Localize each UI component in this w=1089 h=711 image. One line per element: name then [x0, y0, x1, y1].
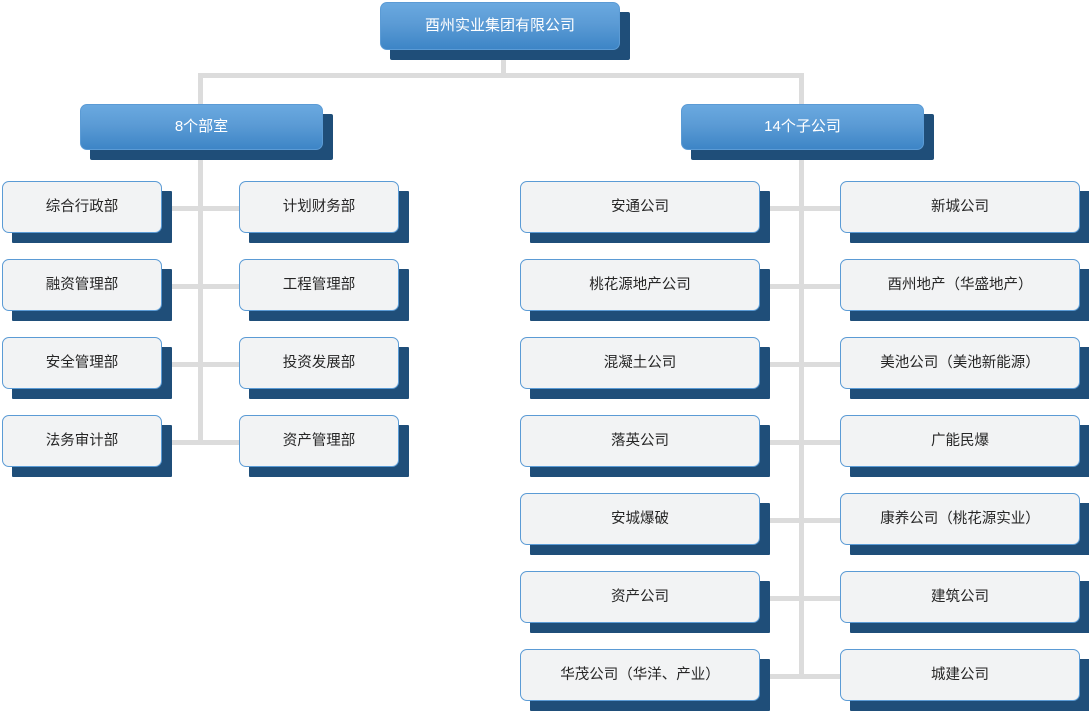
node-subsidiary-落英公司[interactable]: 落英公司	[520, 415, 770, 477]
connector-rung-subsidiary-6	[760, 596, 880, 601]
node-subsidiary-城建公司[interactable]: 城建公司	[840, 649, 1089, 711]
node-label: 桃花源地产公司	[520, 259, 760, 311]
node-subsidiary-建筑公司[interactable]: 建筑公司	[840, 571, 1089, 633]
node-label: 工程管理部	[239, 259, 399, 311]
node-subsidiary-安城爆破[interactable]: 安城爆破	[520, 493, 770, 555]
node-department-法务审计部[interactable]: 法务审计部	[2, 415, 172, 477]
node-label: 14个子公司	[681, 104, 924, 150]
node-branch-departments[interactable]: 8个部室	[80, 104, 333, 160]
node-label: 安城爆破	[520, 493, 760, 545]
connector-spine-departments	[198, 155, 203, 443]
connector-rung-subsidiary-1	[760, 206, 880, 211]
connector-spine-subsidiaries	[799, 155, 804, 677]
connector-rung-department-3	[160, 362, 280, 367]
node-subsidiary-酉州地产[interactable]: 酉州地产（华盛地产）	[840, 259, 1089, 321]
node-subsidiary-美池公司[interactable]: 美池公司（美池新能源）	[840, 337, 1089, 399]
connector-drop-subsidiaries	[799, 73, 804, 107]
node-department-综合行政部[interactable]: 综合行政部	[2, 181, 172, 243]
node-label: 融资管理部	[2, 259, 162, 311]
connector-rung-department-4	[160, 440, 280, 445]
connector-drop-departments	[198, 73, 203, 107]
node-subsidiary-资产公司[interactable]: 资产公司	[520, 571, 770, 633]
node-label: 建筑公司	[840, 571, 1080, 623]
connector-rung-department-2	[160, 284, 280, 289]
node-label: 8个部室	[80, 104, 323, 150]
node-label: 混凝土公司	[520, 337, 760, 389]
node-label: 康养公司（桃花源实业）	[840, 493, 1080, 545]
connector-rung-department-1	[160, 206, 280, 211]
node-subsidiary-桃花源地产公司[interactable]: 桃花源地产公司	[520, 259, 770, 321]
node-label: 酉州地产（华盛地产）	[840, 259, 1080, 311]
connector-rung-subsidiary-2	[760, 284, 880, 289]
node-label: 安全管理部	[2, 337, 162, 389]
connector-rung-subsidiary-5	[760, 518, 880, 523]
node-department-资产管理部[interactable]: 资产管理部	[239, 415, 409, 477]
node-subsidiary-广能民爆[interactable]: 广能民爆	[840, 415, 1089, 477]
node-label: 安通公司	[520, 181, 760, 233]
connector-rung-subsidiary-7	[760, 674, 880, 679]
node-root-company[interactable]: 酉州实业集团有限公司	[380, 2, 630, 60]
node-label: 广能民爆	[840, 415, 1080, 467]
connector-rung-subsidiary-3	[760, 362, 880, 367]
node-label: 落英公司	[520, 415, 760, 467]
node-subsidiary-新城公司[interactable]: 新城公司	[840, 181, 1089, 243]
node-department-安全管理部[interactable]: 安全管理部	[2, 337, 172, 399]
node-label: 综合行政部	[2, 181, 162, 233]
node-department-投资发展部[interactable]: 投资发展部	[239, 337, 409, 399]
connector-root-stem	[501, 52, 506, 75]
node-label: 城建公司	[840, 649, 1080, 701]
connector-rung-subsidiary-4	[760, 440, 880, 445]
node-subsidiary-康养公司[interactable]: 康养公司（桃花源实业）	[840, 493, 1089, 555]
node-department-计划财务部[interactable]: 计划财务部	[239, 181, 409, 243]
node-label: 资产管理部	[239, 415, 399, 467]
node-label: 华茂公司（华洋、产业）	[520, 649, 760, 701]
node-label: 美池公司（美池新能源）	[840, 337, 1080, 389]
node-label: 法务审计部	[2, 415, 162, 467]
node-label: 投资发展部	[239, 337, 399, 389]
node-subsidiary-华茂公司[interactable]: 华茂公司（华洋、产业）	[520, 649, 770, 711]
node-subsidiary-混凝土公司[interactable]: 混凝土公司	[520, 337, 770, 399]
node-department-工程管理部[interactable]: 工程管理部	[239, 259, 409, 321]
node-department-融资管理部[interactable]: 融资管理部	[2, 259, 172, 321]
node-label: 计划财务部	[239, 181, 399, 233]
node-label: 资产公司	[520, 571, 760, 623]
node-subsidiary-安通公司[interactable]: 安通公司	[520, 181, 770, 243]
connector-main-bus	[198, 73, 804, 78]
node-branch-subsidiaries[interactable]: 14个子公司	[681, 104, 934, 160]
node-label: 新城公司	[840, 181, 1080, 233]
node-label: 酉州实业集团有限公司	[380, 2, 620, 50]
